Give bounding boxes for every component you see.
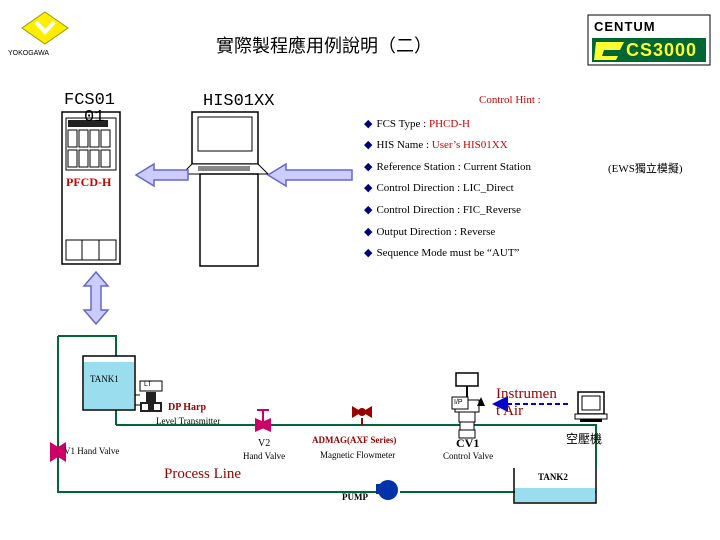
diamond-bullet-icon: ◆ (364, 118, 373, 130)
lt-tag: LT (144, 381, 152, 388)
hint-to-his-arrow (266, 162, 353, 188)
hint-item-output-direction: ◆Output Direction : Reverse (364, 226, 496, 238)
v2-hand-valve-label: Hand Valve (243, 451, 286, 461)
pump-icon (376, 480, 398, 500)
control-valve-label: Control Valve (443, 451, 494, 461)
tank2-label: TANK2 (538, 472, 568, 482)
process-line-label: Process Line (164, 466, 242, 482)
magnetic-flowmeter-icon (352, 406, 372, 425)
diamond-bullet-icon: ◆ (364, 226, 373, 238)
fcs-cabinet (61, 111, 121, 265)
centum-brand-text: CENTUM (594, 19, 656, 34)
his-console (180, 111, 270, 267)
fcs-label: FCS01 01 (64, 92, 115, 126)
tank1-label: TANK1 (90, 374, 119, 384)
fcs-to-field-arrow (82, 270, 110, 326)
diamond-bullet-icon: ◆ (364, 247, 373, 259)
hint-item-sequence-mode: ◆Sequence Mode must be “AUT” (364, 247, 520, 259)
fcs-type-label: PFCD-H (66, 175, 112, 189)
centum-brand-logo-icon (587, 14, 711, 66)
diamond-bullet-icon: ◆ (364, 161, 373, 173)
ews-note: (EWS獨立模擬) (608, 163, 683, 175)
instrument-air-label: Instrumen t Air (496, 386, 557, 419)
hint-item-reference-station: ◆Reference Station : Current Station (364, 161, 532, 173)
tank1-vessel (82, 355, 136, 411)
v1-hand-valve-icon (50, 442, 66, 462)
cs3000-brand-text: CS3000 (626, 40, 698, 60)
ip-converter-icon (451, 396, 485, 410)
magnetic-flowmeter-label: Magnetic Flowmeter (320, 450, 396, 460)
yokogawa-logo-text: YOKOGAWA (8, 50, 50, 57)
process-pipe (57, 335, 597, 493)
hint-item-fic-direction: ◆Control Direction : FIC_Reverse (364, 204, 521, 216)
air-compressor-icon (574, 391, 608, 422)
hint-item-fcs-type: ◆FCS Type : PHCD-H (364, 118, 470, 130)
dp-harp-label: DP Harp (168, 402, 207, 413)
his-label: HIS01XX (203, 92, 275, 111)
pump-label: PUMP (342, 492, 368, 502)
level-transmitter-label: Level Transmitter (156, 416, 221, 426)
admag-label: ADMAG(AXF Series) (312, 435, 397, 445)
diamond-bullet-icon: ◆ (364, 139, 373, 151)
page-title: 實際製程應用例說明（二） (216, 36, 432, 56)
v1-label: V1 Hand Valve (64, 446, 120, 456)
control-hint-title: Control Hint : (479, 94, 541, 106)
fcs-label-line2: 01 (84, 108, 105, 127)
hint-item-lic-direction: ◆Control Direction : LIC_Direct (364, 182, 514, 194)
yokogawa-logo-icon (21, 11, 69, 45)
v2-hand-valve-icon (255, 409, 271, 432)
tank2-vessel (513, 468, 597, 504)
air-compressor-label: 空壓機 (566, 432, 603, 446)
diamond-bullet-icon: ◆ (364, 204, 373, 216)
v2-tag: V2 (258, 438, 271, 449)
level-transmitter-icon (135, 380, 163, 412)
ip-tag: I/P (454, 399, 463, 406)
hint-item-his-name: ◆HIS Name : User’s HIS01XX (364, 139, 508, 151)
cv1-tag: CV1 (456, 436, 480, 450)
fcs-label-line1: FCS01 (64, 91, 116, 110)
diamond-bullet-icon: ◆ (364, 182, 373, 194)
his-to-fcs-arrow (134, 162, 189, 188)
